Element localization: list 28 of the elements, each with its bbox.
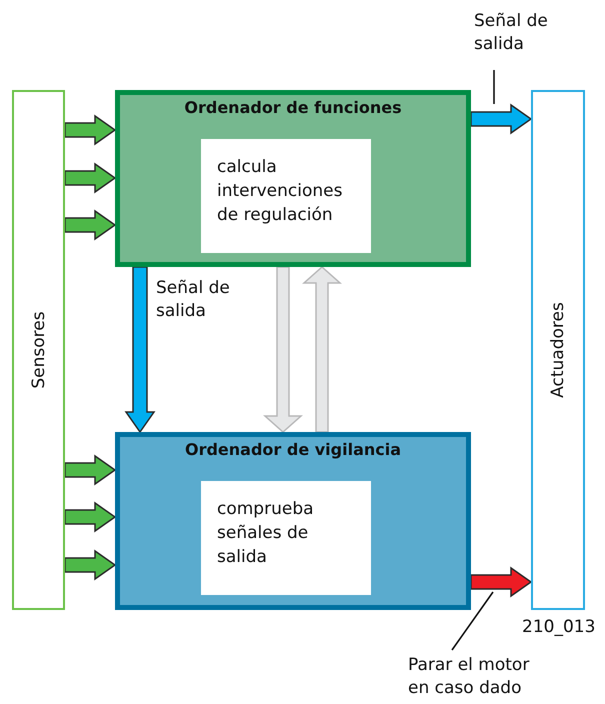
process-box <box>201 481 371 595</box>
process-box <box>115 432 471 610</box>
block-arrow <box>64 550 116 580</box>
block-arrow <box>302 266 342 433</box>
box-text: comprueba señales de salida <box>217 498 315 569</box>
sensor-panel <box>12 90 65 610</box>
block-arrow <box>64 114 116 146</box>
process-box <box>115 90 471 267</box>
block-arrow <box>64 502 116 532</box>
box-title: Ordenador de funciones <box>183 98 403 117</box>
annotation-text: Señal de salida <box>474 10 549 56</box>
block-arrow <box>64 210 116 240</box>
block-arrow <box>124 266 156 434</box>
leader-line <box>451 592 494 650</box>
block-arrow <box>470 104 532 134</box>
process-box <box>201 139 371 253</box>
block-arrow <box>263 266 303 433</box>
box-text: calcula intervenciones de regulación <box>217 156 341 227</box>
box-title: Ordenador de vigilancia <box>184 440 402 459</box>
leader-line <box>493 70 495 104</box>
annotation-text: Parar el motor en caso dado <box>408 654 530 700</box>
block-arrow <box>64 162 116 194</box>
panel-label: Actuadores <box>548 302 568 398</box>
block-arrow <box>470 566 532 598</box>
actuator-panel <box>531 90 585 610</box>
block-arrow <box>64 454 116 486</box>
panel-label: Sensores <box>28 311 48 389</box>
figure-number: 210_013 <box>522 617 596 637</box>
